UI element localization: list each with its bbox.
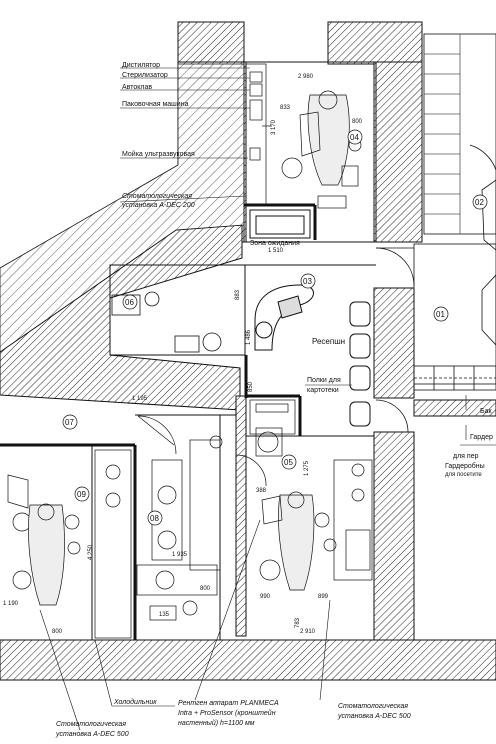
label-unit500-left-l1: Стоматологическая	[56, 721, 126, 728]
dim-800-top: 800	[352, 119, 363, 125]
room-number-07: 07	[65, 418, 74, 427]
room-number-04: 04	[350, 133, 359, 142]
reception-desk	[254, 284, 371, 427]
bottom-labels: Холодильник Рентген аппарат PLANMECA Int…	[55, 698, 411, 738]
dim-850: 850	[248, 381, 254, 392]
room-number-05: 05	[284, 458, 293, 467]
dim-4250: 4 250	[88, 544, 94, 560]
dim-388: 388	[256, 488, 267, 494]
dim-990: 990	[260, 594, 271, 600]
zone-labels: Зона ожидания Ресепшн Полки для картотек…	[250, 240, 345, 394]
dim-135: 135	[159, 612, 170, 618]
right-labels: Бак Гардер для пер Гардеробны для посети…	[445, 408, 493, 478]
label-distiller: Дистилятор	[122, 62, 160, 69]
dim-800-left: 800	[52, 629, 63, 635]
dental-chair-05	[259, 491, 337, 591]
dim-1275: 1 275	[304, 460, 310, 476]
label-fridge: Холодильник	[113, 698, 157, 706]
dim-783: 783	[295, 617, 301, 628]
waiting-sofa	[249, 209, 311, 239]
dim-1190: 1 190	[3, 601, 19, 607]
label-bak: Бак	[480, 408, 492, 415]
label-xray-l1: Рентген аппарат PLANMECA	[178, 700, 279, 707]
label-unit500-left-l2: установка A-DEC 500	[55, 731, 129, 738]
leader-lines	[39, 67, 496, 731]
room-number-08: 08	[150, 514, 159, 523]
dim-899: 899	[318, 594, 329, 600]
dim-1510: 1 510	[268, 248, 284, 254]
dimension-labels: 2 980 3 170 833 800 1 510 883 1 486 1 19…	[3, 74, 363, 635]
dim-3170: 3 170	[271, 119, 277, 135]
label-unit500-right-l2: установка A-DEC 500	[337, 713, 411, 720]
room-04-equipment	[245, 63, 362, 209]
label-dental-unit-200-l1: Стоматологическая	[122, 193, 192, 200]
dim-1935: 1 935	[172, 552, 188, 558]
label-unit500-right-l1: Стоматологическая	[338, 703, 408, 710]
room-number-09: 09	[77, 490, 86, 499]
room-number-01: 01	[436, 310, 445, 319]
label-reception: Ресепшн	[312, 337, 345, 346]
label-dental-unit-200-l2: установка A-DEC 200	[121, 202, 195, 209]
room-markers	[62, 129, 488, 526]
dim-800-mid: 800	[200, 586, 211, 592]
dim-833: 833	[280, 105, 291, 111]
label-waiting-zone: Зона ожидания	[250, 240, 300, 247]
label-shelves-l1: Полки для	[307, 377, 341, 384]
label-xray-l2: Intra + ProSensor (кронштейн	[178, 709, 276, 717]
partitions	[0, 61, 377, 640]
doors	[137, 415, 267, 487]
room-number-02: 02	[475, 198, 484, 207]
dim-883: 883	[235, 289, 241, 300]
room-number-06: 06	[125, 298, 134, 307]
dim-1486: 1 486	[246, 329, 252, 345]
label-garderob-l2: Гардеробны	[445, 462, 485, 470]
label-autoclave: Автоклав	[122, 84, 152, 91]
room-06-furniture	[111, 291, 222, 353]
label-shelves-l2: картотеки	[307, 387, 339, 394]
dim-2980: 2 980	[298, 74, 314, 80]
dim-2910: 2 910	[300, 629, 316, 635]
room-numbers: 01 02 03 04 05 06 07 08 09	[65, 133, 484, 523]
right-section	[375, 33, 496, 433]
room-08-furniture	[136, 435, 223, 621]
room-05-equipment	[249, 399, 373, 591]
dental-chair-04	[281, 90, 362, 187]
walls	[0, 21, 496, 681]
room-number-03: 03	[303, 277, 312, 286]
label-ultrasonic-sink: Мойка ультразвуковая	[122, 150, 195, 158]
label-garderob-l1: для пер	[453, 453, 479, 460]
label-garderob-l3: для посетите	[445, 472, 482, 478]
room-09-equipment	[7, 449, 132, 639]
dental-chair-09	[12, 503, 81, 606]
equipment-labels: Дистилятор Стерилизатор Автоклав Паковоч…	[121, 62, 195, 209]
label-sterilizer: Стерилизатор	[122, 72, 168, 79]
label-packing-machine: Паковочная машина	[122, 101, 189, 108]
dim-1195: 1 195	[132, 396, 148, 402]
label-xray-l3: настенный) h=1100 мм	[178, 719, 255, 727]
label-garder: Гардер	[470, 434, 493, 441]
